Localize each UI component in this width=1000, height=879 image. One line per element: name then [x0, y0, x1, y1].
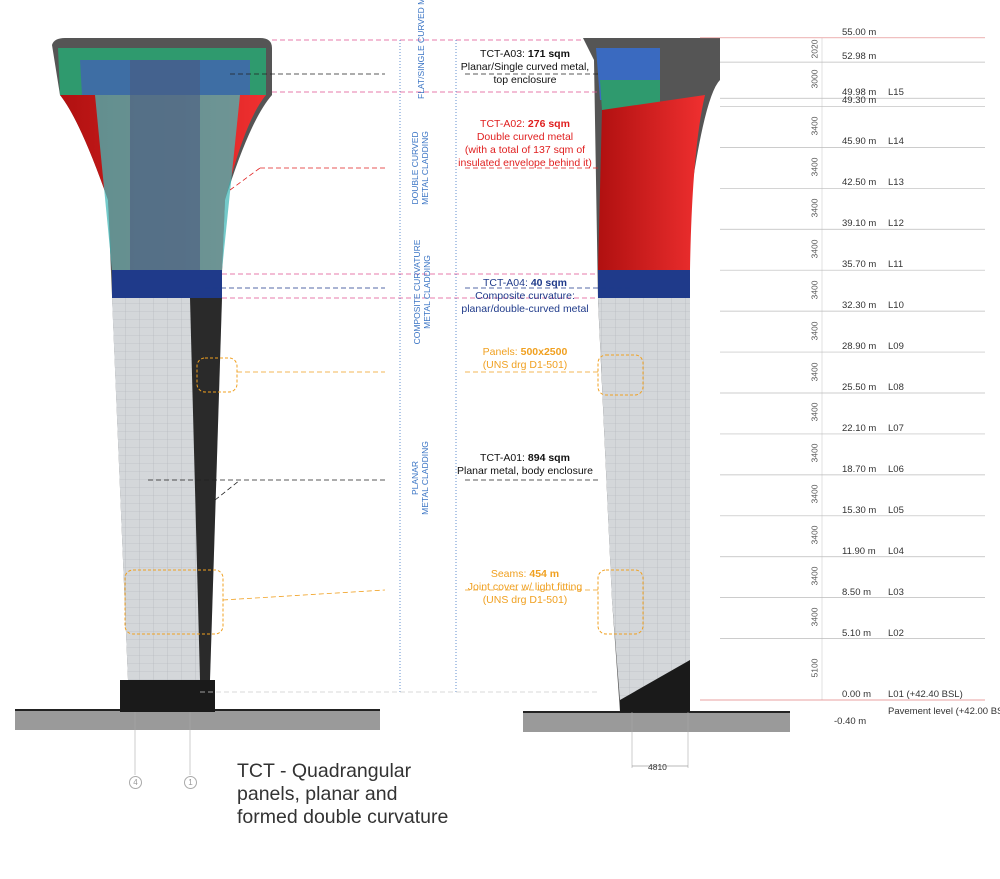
level-elevation: 45.90 m [842, 136, 877, 148]
level-name: L15 [888, 87, 904, 99]
level-name: L11 [888, 259, 904, 271]
ground-slab [523, 712, 790, 732]
grid-axis-4: 4 [129, 776, 142, 789]
caption-line: TCT - Quadrangular [237, 760, 412, 782]
dimension-label: 3400 [809, 362, 820, 381]
level-elevation: 28.90 m [842, 341, 877, 353]
annotation-a04: TCT-A04: 40 sqm Composite curvature:plan… [461, 277, 589, 315]
dimension-label: 3400 [809, 280, 820, 300]
level-elevation: 18.70 m [842, 463, 877, 475]
level-elevation: 22.10 m [842, 422, 877, 434]
dimension-label: 3400 [809, 198, 820, 218]
level-elevation: 49.98 m [842, 87, 877, 99]
level-elevation: 15.30 m [842, 504, 877, 516]
zone-guides [148, 39, 630, 693]
dimension-label: 3400 [809, 484, 820, 504]
level-name: L12 [888, 218, 904, 230]
level-elevation: 52.98 m [842, 51, 877, 63]
base-dimension: 4810 [648, 762, 667, 772]
dimension-label: 5100 [809, 658, 820, 678]
level-name: L07 [888, 422, 904, 434]
dimension-label: 3400 [809, 116, 820, 136]
level-name: L05 [888, 504, 904, 516]
level-elevation: 35.70 m [842, 259, 877, 271]
level-elevation: 0.00 m [842, 689, 872, 700]
annotation-seams: Seams: 454 m Joint cover w/ light fittin… [467, 568, 583, 606]
level-name: L08 [888, 381, 904, 393]
level-elevation: 42.50 m [842, 177, 877, 189]
level-elevation: 32.30 m [842, 300, 877, 312]
level-name: L03 [888, 586, 904, 598]
level-elevation: 8.50 m [842, 586, 872, 598]
right-elevation [523, 38, 790, 768]
level-lines [700, 37, 985, 701]
level-name: L01 (+42.40 BSL) [888, 689, 963, 700]
level-name: L06 [888, 463, 904, 475]
left-elevation [15, 38, 380, 775]
level-name: L14 [888, 136, 904, 148]
pavement-elevation: -0.40 m [834, 716, 867, 727]
annotation-a02: TCT-A02: 276 sqm Double curved metal(wit… [458, 118, 592, 169]
caption-line: panels, planar and [237, 783, 398, 805]
level-name: L13 [888, 177, 904, 189]
dimension-label: 2020 [809, 39, 820, 59]
level-name: L02 [888, 627, 904, 639]
pavement-level-label: Pavement level (+42.00 BSL) [888, 706, 1000, 717]
dimension-label: 3400 [809, 525, 820, 545]
level-elevation: 39.10 m [842, 218, 877, 230]
dimension-label: 3400 [809, 607, 820, 627]
annotation-a03: TCT-A03: 171 sqm Planar/Single curved me… [460, 48, 590, 86]
ground-slab [15, 710, 380, 730]
dimension-label: 3000 [809, 69, 820, 89]
annotation-panels: Panels: 500x2500 (UNS drg D1-501) [482, 346, 568, 371]
zone-label-planar: PLANAR METAL CLADDING [410, 441, 430, 515]
annotation-a01: TCT-A01: 894 sqm Planar metal, body encl… [457, 452, 593, 477]
dimension-label: 3400 [809, 402, 820, 422]
level-name: L10 [888, 300, 904, 312]
level-elevation: 11.90 m [842, 545, 876, 557]
level-elevation: 55.00 m [842, 26, 877, 38]
dimension-label: 3400 [809, 239, 820, 259]
level-elevation: 25.50 m [842, 381, 877, 393]
grid-axis-1: 1 [184, 776, 197, 789]
level-name: L09 [888, 341, 904, 353]
level-name: L04 [888, 545, 904, 557]
dimension-label: 3400 [809, 157, 820, 177]
caption: TCT - Quadrangular panels, planar and fo… [237, 760, 448, 829]
level-elevation: 49.30 m [842, 95, 877, 107]
dimension-label: 3400 [809, 566, 820, 586]
dimension-label: 3400 [809, 321, 820, 341]
level-elevation: 5.10 m [842, 627, 872, 639]
dimension-label: 3400 [809, 443, 820, 463]
caption-line: formed double curvature [237, 806, 449, 828]
